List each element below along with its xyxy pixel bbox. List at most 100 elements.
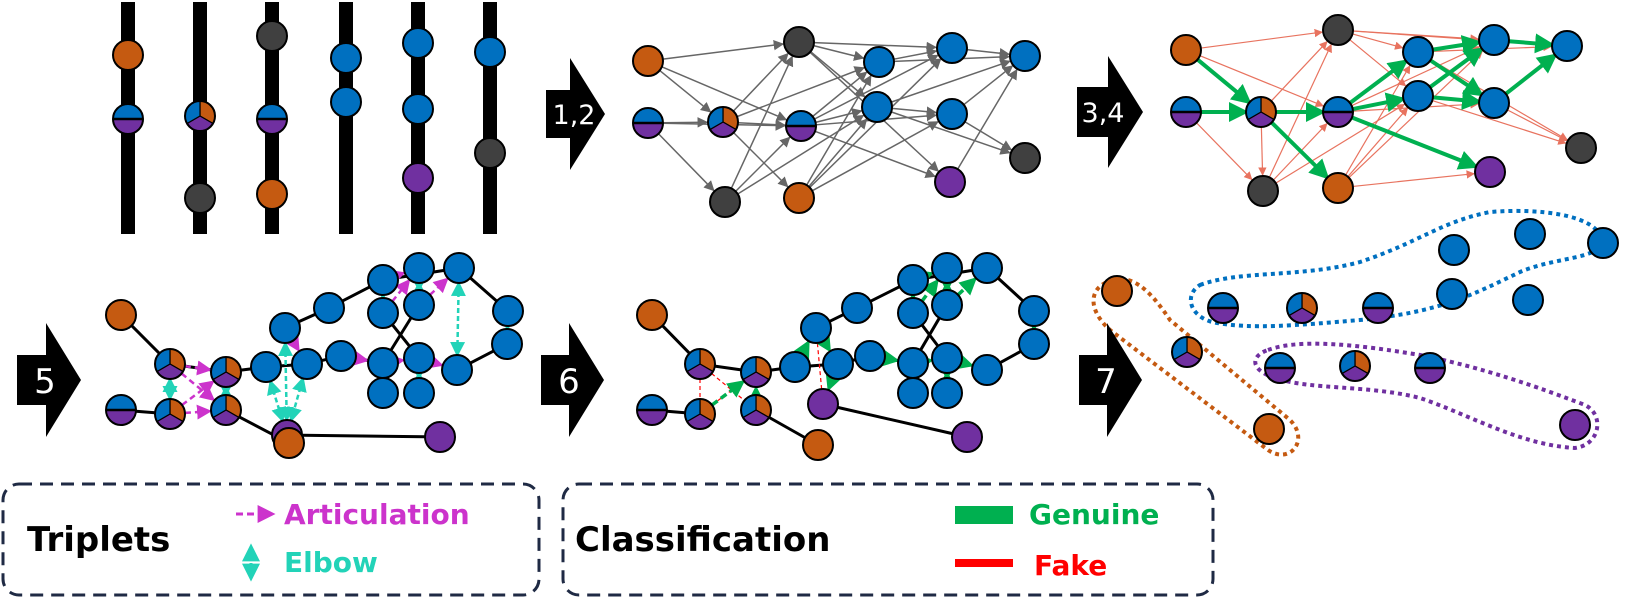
circle-node-icon xyxy=(403,289,435,321)
track-edge xyxy=(837,405,953,436)
split-circle-node-icon xyxy=(684,348,716,380)
node-half-bottom xyxy=(633,123,663,138)
circle-node-icon xyxy=(854,340,886,372)
pruned-edge xyxy=(1200,28,1323,49)
track-edge xyxy=(469,276,498,303)
circle-node-icon xyxy=(184,182,216,214)
articulation-triplet xyxy=(391,278,411,303)
pruned-edge xyxy=(1258,126,1267,176)
track-edge xyxy=(469,349,495,365)
candidate-edge xyxy=(813,41,938,53)
node-half-bottom xyxy=(1363,308,1393,323)
circle-node-icon xyxy=(492,295,524,327)
circle-node-icon xyxy=(709,186,741,218)
split-circle-node-icon xyxy=(1245,96,1277,128)
circle-node-icon xyxy=(897,297,929,329)
pruned-edge xyxy=(1270,41,1328,102)
node-half-top xyxy=(257,104,287,119)
candidate-edge xyxy=(809,58,942,189)
node-outline xyxy=(1170,96,1202,128)
circle-node-icon xyxy=(402,93,434,125)
circle-node-icon xyxy=(1247,175,1279,207)
circle-node-icon xyxy=(403,252,435,284)
candidate-edge xyxy=(890,111,1011,155)
genuine-edge xyxy=(1270,121,1330,180)
node-outline xyxy=(632,107,664,139)
track-edge xyxy=(770,367,781,372)
elbow-triplet xyxy=(267,379,286,423)
split-circle-node-icon xyxy=(112,103,144,135)
node-layer xyxy=(105,14,1619,461)
track-edge xyxy=(280,363,293,368)
track-edge xyxy=(298,312,316,324)
track-edge xyxy=(391,323,411,348)
elbow-triplet xyxy=(278,340,294,423)
pruned-edge xyxy=(1352,33,1404,50)
track-edge xyxy=(135,409,156,415)
candidate-edge xyxy=(737,114,865,195)
node-half-bottom xyxy=(113,119,143,134)
node-half-top xyxy=(1265,353,1295,368)
circle-node-icon xyxy=(367,297,399,329)
node-half-bottom xyxy=(1415,368,1445,383)
track-edge xyxy=(714,364,742,372)
circle-node-icon xyxy=(105,299,137,331)
right-chevron-arrow-icon xyxy=(1077,56,1143,168)
genuine-edge xyxy=(1196,58,1252,105)
node-outline xyxy=(1362,292,1394,324)
node-outline xyxy=(684,398,716,430)
node-half-top xyxy=(786,111,816,126)
node-half-bottom xyxy=(1171,112,1201,127)
circle-node-icon xyxy=(424,421,456,453)
circle-node-icon xyxy=(636,299,668,331)
circle-node-icon xyxy=(861,91,893,123)
circle-node-icon xyxy=(1402,80,1434,112)
candidate-edge xyxy=(814,130,937,178)
candidate-edge xyxy=(735,136,791,192)
split-circle-node-icon xyxy=(740,356,772,388)
circle-node-icon xyxy=(1438,234,1470,266)
genuine-triplet xyxy=(956,277,978,297)
legend-classification-title: Classification xyxy=(575,520,830,560)
genuine-edge xyxy=(1428,47,1485,89)
candidate-edge xyxy=(730,55,794,189)
step-arrow-6: 6 xyxy=(541,323,604,437)
circle-node-icon xyxy=(1559,409,1591,441)
elbow-triplet xyxy=(450,280,466,358)
node-half-top xyxy=(1323,97,1353,112)
candidate-edge xyxy=(966,48,1011,59)
circle-node-icon xyxy=(931,342,963,374)
track-edge xyxy=(999,349,1022,365)
genuine-edge xyxy=(1508,33,1556,54)
track-edge xyxy=(661,324,691,355)
genuine-swatch-icon xyxy=(955,506,1013,524)
pruned-edge xyxy=(1348,50,1484,179)
step-arrow-7: 7 xyxy=(1079,323,1142,437)
node-outline xyxy=(1322,96,1354,128)
circle-node-icon xyxy=(936,98,968,130)
circle-node-icon xyxy=(1170,34,1202,66)
genuine-edge xyxy=(1351,115,1479,170)
track-edge xyxy=(920,324,940,347)
candidate-edge xyxy=(813,44,865,61)
circle-node-icon xyxy=(1587,227,1619,259)
circle-node-icon xyxy=(931,252,963,284)
circle-node-icon xyxy=(1512,284,1544,316)
circle-node-icon xyxy=(632,45,664,77)
node-outline xyxy=(112,103,144,135)
split-circle-node-icon xyxy=(632,107,664,139)
circle-node-icon xyxy=(800,312,832,344)
circle-node-icon xyxy=(256,20,288,52)
candidate-edge xyxy=(732,52,789,112)
node-outline xyxy=(1171,336,1203,368)
split-circle-node-icon xyxy=(210,394,242,426)
legend-triplets: Triplets Articulation Elbow xyxy=(1,482,541,597)
circle-node-icon xyxy=(971,252,1003,284)
circle-node-icon xyxy=(330,86,362,118)
circle-node-icon xyxy=(313,292,345,324)
circle-node-icon xyxy=(1322,14,1354,46)
node-half-top xyxy=(637,395,667,410)
node-half-top xyxy=(633,108,663,123)
pruned-edge xyxy=(1507,109,1568,142)
circle-node-icon xyxy=(474,36,506,68)
